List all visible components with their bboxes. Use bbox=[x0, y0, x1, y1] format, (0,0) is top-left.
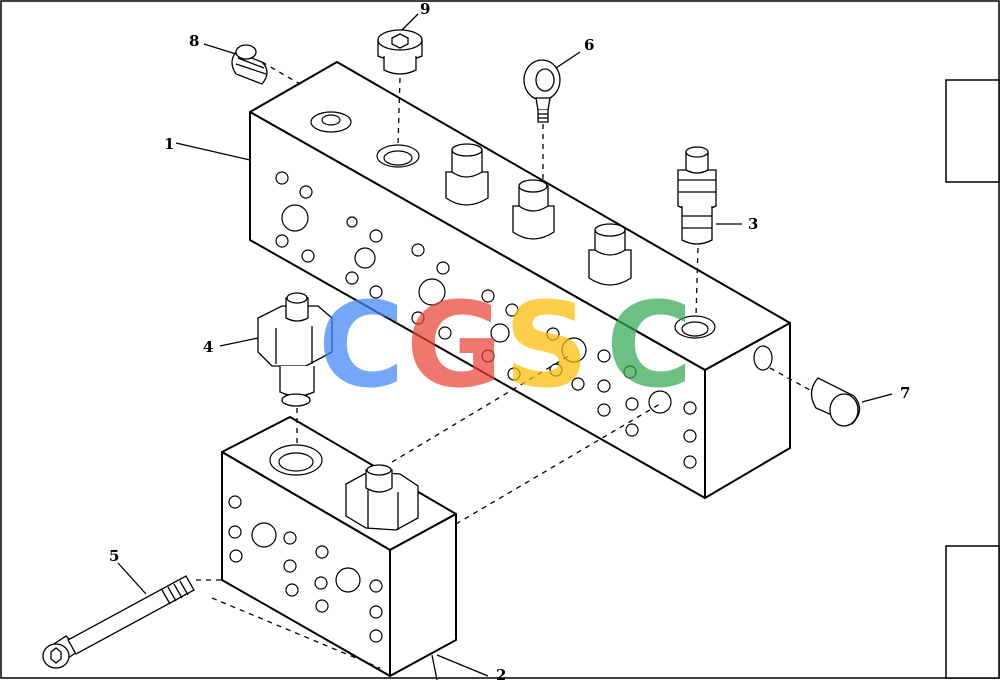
side-tab-bottom bbox=[945, 545, 1000, 679]
part-4-relief-valve bbox=[257, 292, 333, 407]
end-port bbox=[753, 345, 773, 371]
installed-fitting-b bbox=[512, 179, 555, 240]
callout-7: 7 bbox=[900, 384, 910, 402]
installed-fitting-a bbox=[445, 143, 489, 206]
watermark-letter-3: S bbox=[504, 276, 589, 414]
main-valve-block bbox=[249, 61, 791, 499]
callout-5: 5 bbox=[109, 547, 119, 565]
watermark-logo: C G S C bbox=[318, 276, 693, 414]
callout-9: 9 bbox=[420, 0, 430, 18]
watermark-letter-4: C bbox=[606, 276, 693, 414]
main-block-ports bbox=[275, 171, 697, 469]
assembly-lines bbox=[196, 61, 811, 669]
sub-block-ports bbox=[228, 495, 383, 643]
callout-3: 3 bbox=[748, 215, 758, 233]
part-6-eye-bolt bbox=[523, 59, 561, 123]
part-5-cap-screw bbox=[42, 575, 195, 669]
callout-1: 1 bbox=[164, 135, 174, 153]
side-tab-top bbox=[945, 79, 1000, 183]
installed-fitting-c bbox=[588, 223, 632, 286]
callout-6: 6 bbox=[584, 36, 594, 54]
part-8-plug bbox=[231, 44, 268, 85]
screw-thread bbox=[161, 580, 189, 605]
sub-valve-block bbox=[221, 416, 457, 677]
part-3-cartridge-valve bbox=[677, 146, 717, 245]
watermark-letter-2: G bbox=[406, 276, 503, 414]
callout-2: 2 bbox=[496, 666, 506, 684]
callout-leaders bbox=[117, 13, 893, 681]
sub-block-nut bbox=[345, 464, 419, 531]
callout-8: 8 bbox=[189, 32, 199, 50]
part-9-hex-plug bbox=[377, 29, 423, 75]
watermark-letter-1: C bbox=[318, 276, 405, 414]
callout-4: 4 bbox=[203, 338, 213, 356]
part-7-end-plug bbox=[810, 377, 861, 427]
